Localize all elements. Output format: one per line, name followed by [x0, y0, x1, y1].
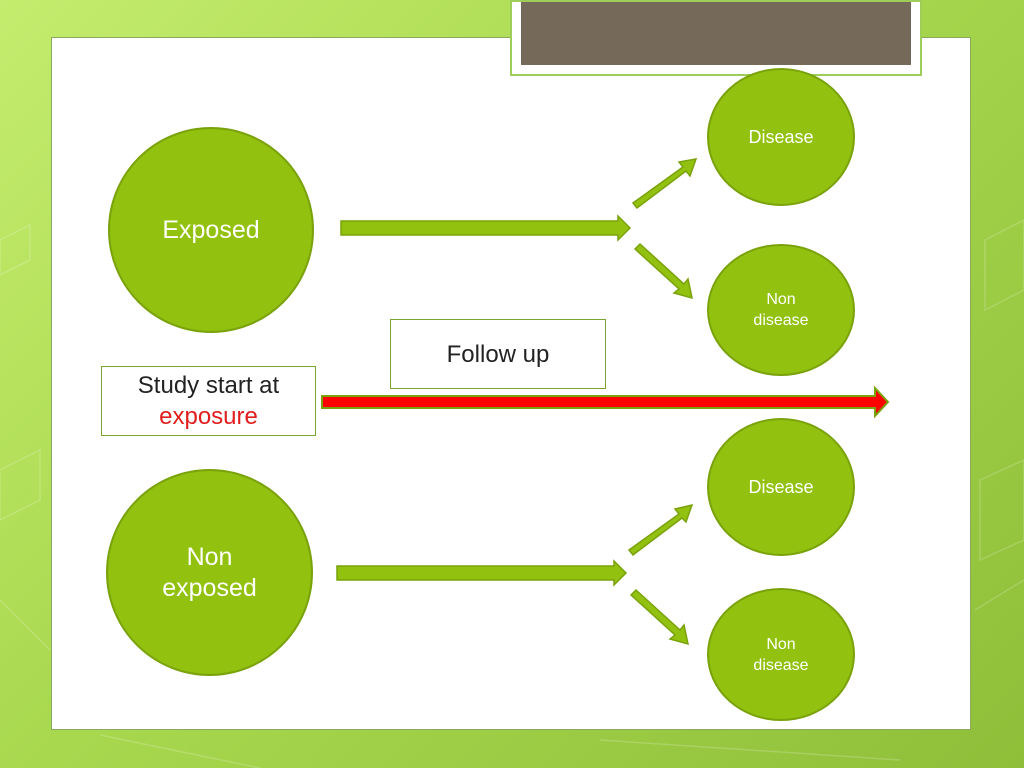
non-disease-top-label: Non disease	[753, 291, 809, 329]
exposed-node: Exposed	[108, 127, 314, 333]
non-disease-bottom-label: Non disease	[753, 635, 809, 674]
follow-up-label: Follow up	[446, 340, 550, 368]
disease-top-label: Disease	[748, 126, 814, 147]
non-exposed-arrow	[336, 559, 628, 587]
study-start-box: Study start at exposure	[101, 366, 316, 436]
timeline-arrow	[321, 385, 890, 419]
non-exposed-label: Non exposed	[162, 542, 257, 602]
disease-bottom-label: Disease	[748, 476, 814, 497]
exposed-to-non-disease-arrow	[633, 242, 693, 300]
follow-up-box: Follow up	[390, 319, 606, 389]
disease-bottom-node: Disease	[707, 418, 855, 556]
exposed-to-disease-arrow	[631, 158, 698, 210]
title-placeholder-fill	[521, 2, 911, 65]
study-start-label: Study start at	[137, 372, 280, 399]
exposed-label: Exposed	[162, 215, 260, 244]
non-exposed-to-disease-arrow	[627, 503, 694, 557]
non-disease-top-node: Non disease	[707, 244, 855, 376]
exposed-arrow	[340, 214, 632, 242]
non-disease-bottom-node: Non disease	[707, 588, 855, 721]
title-placeholder	[510, 0, 922, 76]
non-exposed-node: Non exposed	[106, 469, 313, 676]
exposure-label: exposure	[159, 403, 258, 430]
disease-top-node: Disease	[707, 68, 855, 206]
non-exposed-to-non-disease-arrow	[629, 588, 689, 646]
